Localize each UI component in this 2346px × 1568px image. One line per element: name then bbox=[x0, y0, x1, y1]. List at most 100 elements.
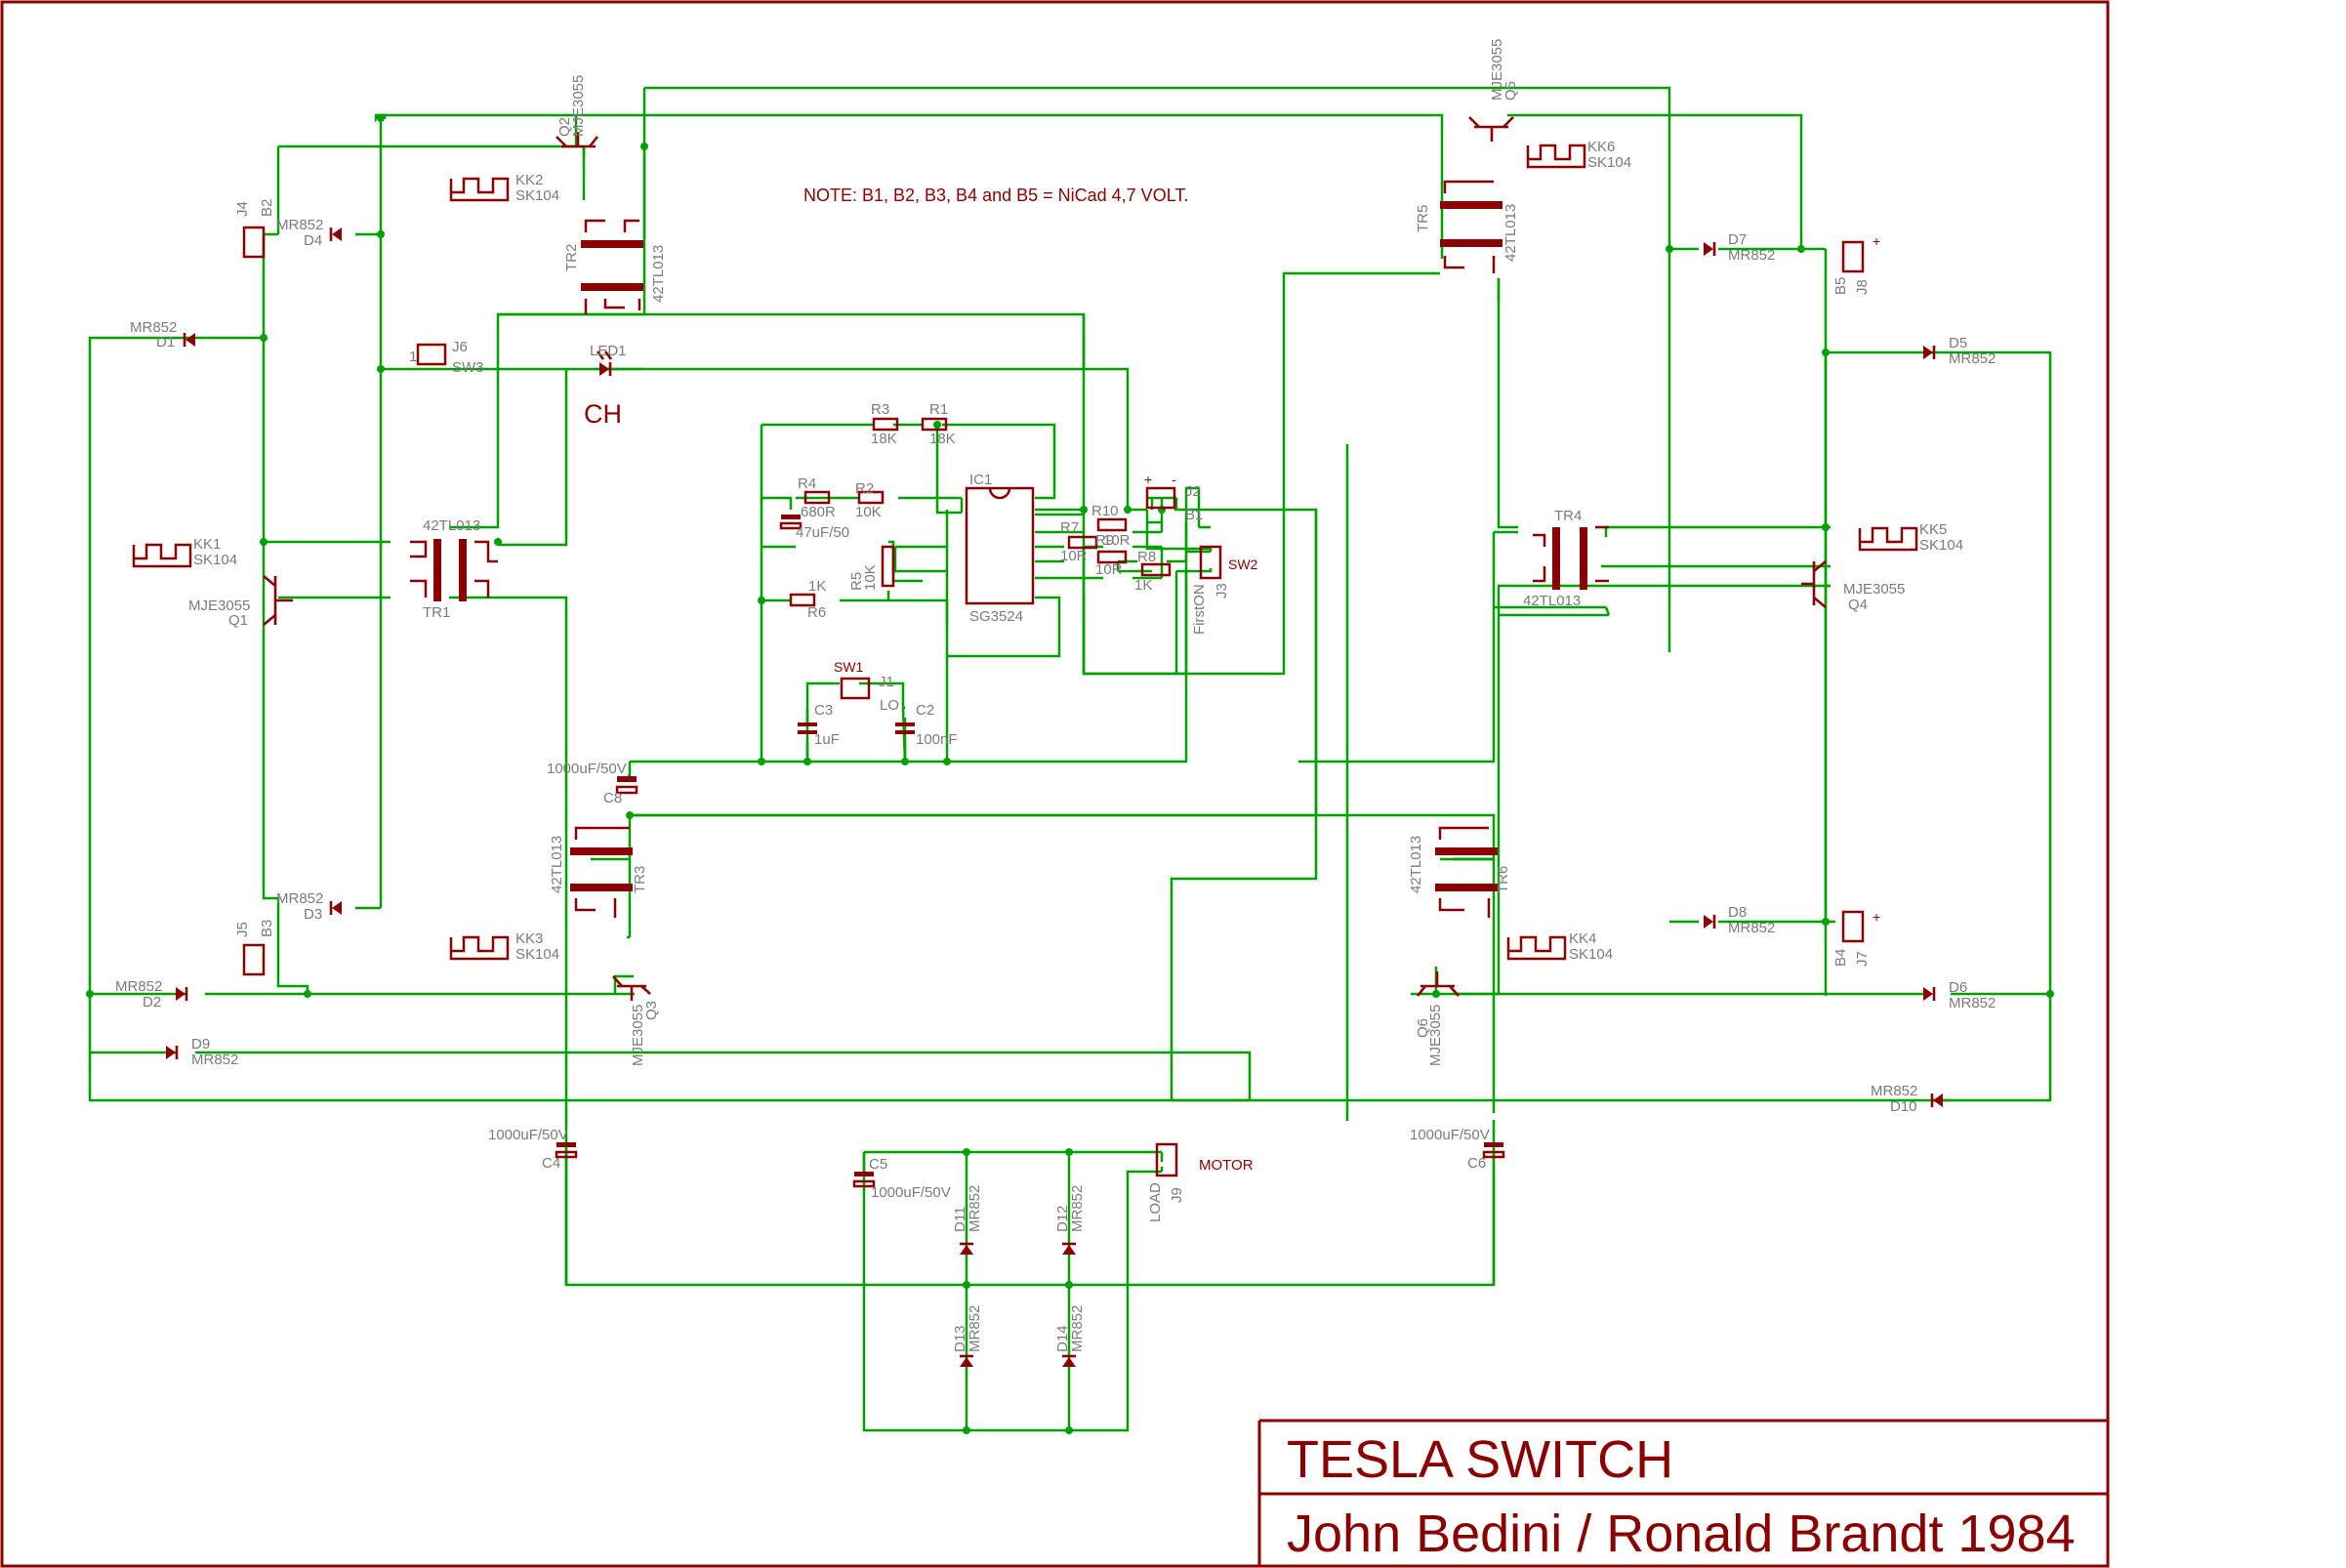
tr3-type: 42TL013 bbox=[549, 836, 565, 893]
tr6-type: 42TL013 bbox=[1408, 836, 1424, 893]
kk5-type: SK104 bbox=[1919, 537, 1963, 554]
heatsink-kk2 bbox=[449, 177, 510, 202]
r5-value: 10K bbox=[862, 564, 879, 591]
j8-plus: + bbox=[1873, 233, 1880, 249]
motor-label: MOTOR bbox=[1199, 1157, 1254, 1174]
r6-value: 1K bbox=[808, 578, 826, 595]
c6-name: C6 bbox=[1467, 1155, 1486, 1172]
heatsink-kk1 bbox=[132, 543, 192, 568]
q2-type: MJE3055 bbox=[570, 75, 587, 137]
c4-name: C4 bbox=[542, 1155, 560, 1172]
ic1-body bbox=[965, 486, 1035, 605]
transformer-tr6 bbox=[1435, 826, 1498, 918]
b4-label: B4 bbox=[1832, 949, 1849, 967]
load-label: LOAD bbox=[1147, 1182, 1164, 1222]
d9-type: MR852 bbox=[191, 1052, 238, 1068]
d6-name: D6 bbox=[1949, 979, 1967, 996]
b3-label: B3 bbox=[259, 920, 275, 937]
j1-label: J1 bbox=[879, 674, 894, 690]
b2-label: B2 bbox=[259, 199, 275, 217]
heatsink-kk5 bbox=[1858, 526, 1918, 552]
b5-label: B5 bbox=[1832, 277, 1849, 295]
drawing-title: TESLA SWITCH bbox=[1287, 1430, 1674, 1489]
j2-label: J2 bbox=[1185, 483, 1201, 500]
heatsink-kk6 bbox=[1526, 144, 1586, 169]
q5-name: Q5 bbox=[1502, 81, 1519, 101]
d2-name: D2 bbox=[143, 994, 161, 1011]
d8-name: D8 bbox=[1728, 904, 1747, 921]
sw2-label: SW2 bbox=[1228, 557, 1258, 572]
c5-name: C5 bbox=[869, 1156, 887, 1173]
c2-value: 100nF bbox=[916, 731, 958, 748]
j9-label: J9 bbox=[1169, 1187, 1185, 1203]
d10-name: D10 bbox=[1890, 1098, 1917, 1115]
transistor-q2 bbox=[556, 132, 599, 148]
r9-value: 10R bbox=[1095, 561, 1123, 578]
r7-value: 10R bbox=[1060, 548, 1088, 564]
capacitor-symbols bbox=[555, 515, 1505, 1188]
r2-value: 10K bbox=[855, 504, 882, 520]
ic1-type: SG3524 bbox=[969, 608, 1023, 625]
tr6-name: TR6 bbox=[1495, 866, 1511, 893]
d5-type: MR852 bbox=[1949, 351, 1996, 367]
c5-value: 1000uF/50V bbox=[871, 1184, 951, 1201]
c1-label: 47uF/50 bbox=[796, 524, 849, 541]
ch-label: CH bbox=[584, 399, 622, 429]
kk5-name: KK5 bbox=[1919, 521, 1947, 538]
q3-type: MJE3055 bbox=[630, 1005, 646, 1066]
d11-name: D11 bbox=[952, 1207, 968, 1232]
r3-value: 18K bbox=[871, 431, 897, 447]
firston-label: FirstON bbox=[1191, 584, 1208, 635]
q1-type: MJE3055 bbox=[188, 598, 250, 614]
d5-name: D5 bbox=[1949, 335, 1967, 351]
kk6-type: SK104 bbox=[1587, 154, 1631, 171]
ic1-name: IC1 bbox=[969, 472, 992, 488]
diode-symbols bbox=[166, 227, 1943, 1367]
j7-plus: + bbox=[1873, 909, 1880, 925]
d8-type: MR852 bbox=[1728, 920, 1775, 936]
transformer-tr5 bbox=[1440, 180, 1502, 273]
sw3-label: SW3 bbox=[452, 359, 484, 376]
d13-type: MR852 bbox=[967, 1305, 983, 1352]
d14-name: D14 bbox=[1054, 1325, 1071, 1352]
resistor-symbols bbox=[789, 417, 1172, 607]
r2-name: R2 bbox=[855, 480, 874, 497]
tr4-name: TR4 bbox=[1554, 508, 1582, 524]
c6-value: 1000uF/50V bbox=[1410, 1127, 1490, 1143]
transformer-tr2 bbox=[581, 219, 643, 314]
j8-label: J8 bbox=[1854, 279, 1871, 295]
r8-value: 1K bbox=[1134, 577, 1152, 594]
r10-value: 10R bbox=[1103, 532, 1131, 549]
j6-label: J6 bbox=[452, 339, 468, 355]
d1-name: D1 bbox=[156, 334, 175, 351]
q4-type: MJE3055 bbox=[1843, 581, 1905, 598]
q4-name: Q4 bbox=[1848, 597, 1868, 613]
j3-label: J3 bbox=[1214, 583, 1230, 598]
j5-label: J5 bbox=[234, 922, 251, 937]
d3-type: MR852 bbox=[276, 890, 323, 907]
r3-name: R3 bbox=[871, 401, 889, 418]
r10-name: R10 bbox=[1091, 503, 1119, 519]
r1-name: R1 bbox=[929, 401, 948, 418]
c3-name: C3 bbox=[814, 702, 833, 719]
d2-type: MR852 bbox=[115, 978, 162, 995]
transistor-q6 bbox=[1416, 971, 1460, 997]
d7-type: MR852 bbox=[1728, 247, 1775, 264]
sw1-label: SW1 bbox=[834, 659, 864, 675]
d13-name: D13 bbox=[952, 1325, 968, 1352]
c3-value: 1uF bbox=[814, 731, 840, 748]
junction-dots bbox=[86, 143, 2054, 1434]
r4-value: 680R bbox=[801, 504, 836, 520]
b1-label: B1 bbox=[1185, 507, 1203, 523]
d9-name: D9 bbox=[191, 1036, 210, 1052]
r9-name: R9 bbox=[1095, 532, 1114, 549]
d12-type: MR852 bbox=[1069, 1185, 1086, 1232]
d10-type: MR852 bbox=[1871, 1083, 1917, 1099]
transistor-q5 bbox=[1468, 116, 1514, 142]
d11-type: MR852 bbox=[967, 1185, 983, 1232]
kk4-type: SK104 bbox=[1569, 946, 1613, 963]
battery-note: NOTE: B1, B2, B3, B4 and B5 = NiCad 4,7 … bbox=[803, 186, 1188, 205]
d12-name: D12 bbox=[1054, 1205, 1071, 1232]
q6-name: Q6 bbox=[1415, 1018, 1431, 1038]
